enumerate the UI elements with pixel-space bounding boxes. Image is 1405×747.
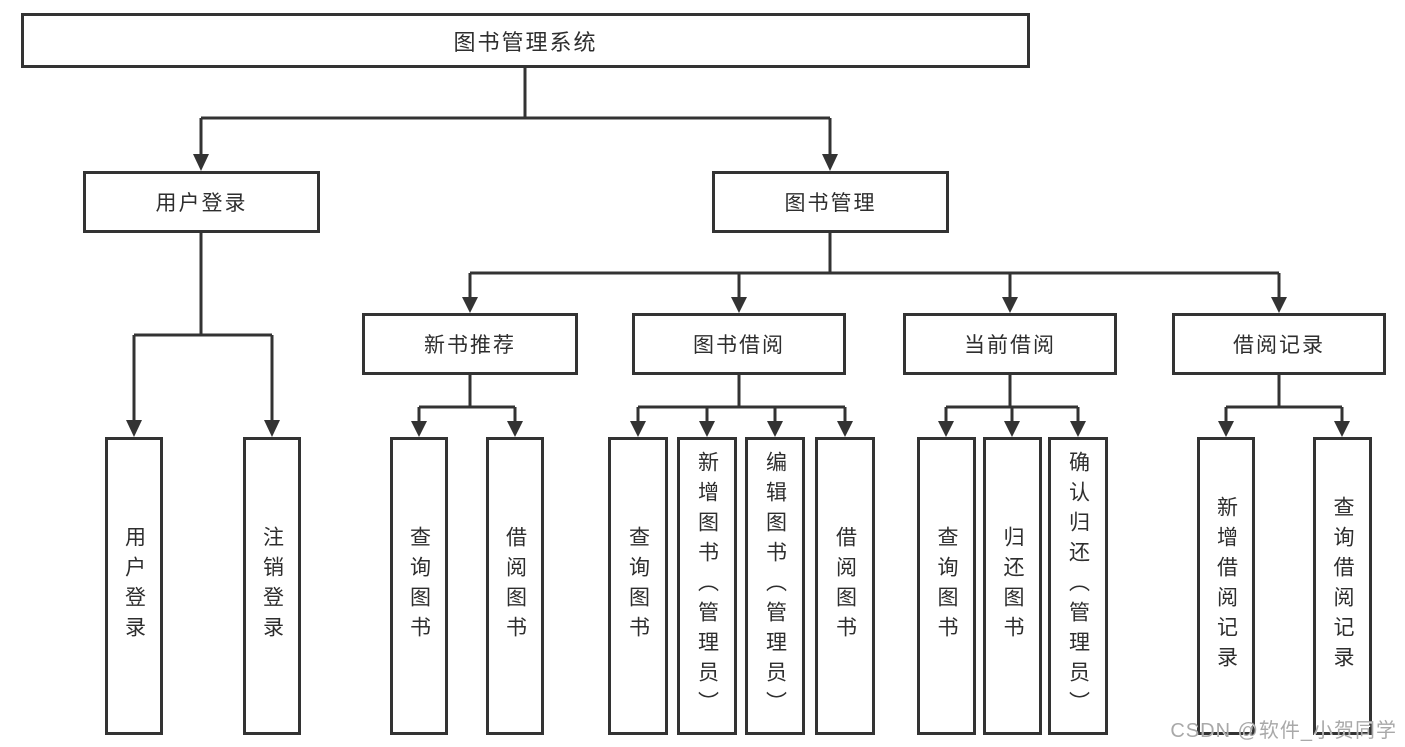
node-book-borrow: 图书借阅 <box>632 313 846 375</box>
leaf-confirm-return-admin: 确认归还（管理员） <box>1048 437 1108 735</box>
leaf-add-borrow-record: 新增借阅记录 <box>1197 437 1255 735</box>
leaf-edit-books-admin: 编辑图书（管理员） <box>745 437 805 735</box>
leaf-return-books: 归还图书 <box>983 437 1042 735</box>
leaf-borrow-books: 借阅图书 <box>486 437 544 735</box>
leaf-query-books: 查询图书 <box>390 437 448 735</box>
node-user-login: 用户登录 <box>83 171 320 233</box>
node-library-management-system: 图书管理系统 <box>21 13 1030 68</box>
watermark: CSDN @软件_小贺同学 <box>1170 720 1397 742</box>
leaf-user-login: 用户登录 <box>105 437 163 735</box>
leaf-borrow-books-2: 借阅图书 <box>815 437 875 735</box>
leaf-query-books-current: 查询图书 <box>917 437 976 735</box>
node-borrow-record: 借阅记录 <box>1172 313 1386 375</box>
leaf-add-books-admin: 新增图书（管理员） <box>677 437 737 735</box>
leaf-query-books-borrow: 查询图书 <box>608 437 668 735</box>
node-book-management: 图书管理 <box>712 171 949 233</box>
node-new-book-recommend: 新书推荐 <box>362 313 578 375</box>
leaf-logout: 注销登录 <box>243 437 301 735</box>
node-current-borrow: 当前借阅 <box>903 313 1117 375</box>
leaf-query-borrow-record: 查询借阅记录 <box>1313 437 1372 735</box>
